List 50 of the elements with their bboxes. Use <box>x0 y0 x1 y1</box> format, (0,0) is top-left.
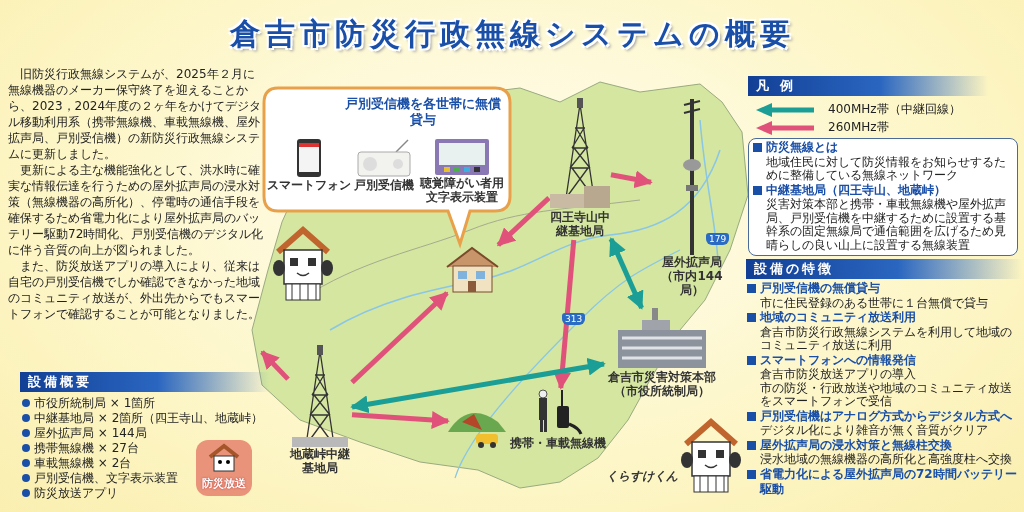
feature-heading: スマートフォンへの情報発信 <box>746 352 1022 368</box>
arrow <box>351 411 450 429</box>
term-heading: 中継基地局（四王寺山、地蔵峠） <box>752 182 1014 198</box>
section-heading: 設備の特徴 <box>746 259 1022 279</box>
node-caption: スマートフォン <box>266 178 352 192</box>
feature-text: 市に住民登録のある世帯に１台無償で貸与 <box>759 296 989 310</box>
list-item: 車載無線機 × 2台 <box>20 456 270 471</box>
list-item: 市役所統制局 × 1箇所 <box>20 396 270 411</box>
feature-heading: 地域のコミュニティ放送利用 <box>746 310 1022 326</box>
feature-heading: 戸別受信機の無償貸与 <box>746 281 1022 297</box>
double-arrow <box>350 357 606 414</box>
feature-text: 倉吉市防災放送アプリの導入 <box>759 368 917 382</box>
route-number-badge: 313 <box>562 313 586 325</box>
node-caption: 四王寺山中継基地局 <box>549 210 611 238</box>
section-heading: 凡 例 <box>748 76 988 96</box>
feature-heading: 屋外拡声局の浸水対策と無線柱交換 <box>746 437 1022 453</box>
list-item: 屋外拡声局 × 144局 <box>20 426 270 441</box>
paragraph: 更新による主な機能強化として、洪水時に確実な情報伝達を行うための屋外拡声局の浸水対策（無線機器の高所化）、停電時の通信手段を確保するため省電力化により屋外拡声局のバッテリー駆動72時間化、戸別受信機のデジタル化に伴う音質の向上が図られました。 <box>8 162 265 258</box>
term-heading: 防災無線とは <box>752 140 1014 156</box>
description-text: 地域住民に対して防災情報をお知らせするために整備している無線ネットワーク <box>765 155 1007 183</box>
list-item: 中継基地局 × 2箇所（四王寺山、地蔵峠） <box>20 411 270 426</box>
feature-text: 倉吉市防災行政無線システムを利用して地域のコミュニティ放送に利用 <box>759 325 1013 353</box>
section-heading: 設備概要 <box>20 372 270 392</box>
paragraph: 旧防災行政無線システムが、2025年２月に無線機器のメーカー保守終了を迎えることから、2023，2024年度の２ヶ年をかけてデジタル移動利用系（携帯無線機、車載無線機、屋外拡声局、戸別受信機）の新防災行政無線システムに更新しました。 <box>8 66 263 162</box>
feature-text: 浸水地域の無線機器の高所化と高強度柱へ交換 <box>759 453 1013 467</box>
feature-heading: 戸別受信機はアナログ方式からデジタル方式へ <box>746 408 1022 424</box>
list-item: 携帯無線機 × 27台 <box>20 441 270 456</box>
node-caption: 地蔵峠中継基地局 <box>288 447 351 475</box>
feature-heading: 省電力化による屋外拡声局の72時間バッテリー駆動 <box>746 466 1022 498</box>
arrow <box>350 291 449 385</box>
feature-text: デジタル化により雑音が無く音質がクリア <box>759 424 989 438</box>
arrow <box>553 239 577 390</box>
double-arrow <box>608 237 644 310</box>
node-caption: 携帯・車載無線機 <box>509 436 607 450</box>
node-caption: 聴覚障がい者用文字表示装置 <box>418 176 505 204</box>
arrow <box>610 170 653 189</box>
arrow <box>496 196 551 247</box>
node-caption: 戸別受信機 <box>353 178 415 192</box>
description-text: 災害対策本部と携帯・車載無線機や屋外拡声局、戸別受信機を中継するために設置する基幹系の固定無線局で通信範囲を広げるため見晴らしの良い山上に設置する無線装置 <box>765 198 1007 252</box>
bubble-heading: 戸別受信機を各世帯に無償貸与 <box>344 96 502 128</box>
title: 倉吉市防災行政無線システムの概要 <box>229 16 795 51</box>
node-caption: 倉吉市災害対策本部（市役所統制局） <box>607 370 717 398</box>
legend-text: 260MHz帯 <box>828 119 889 136</box>
node-caption: 屋外拡声局（市内144局） <box>660 255 724 297</box>
mascot-name: くらすけくん <box>606 468 678 485</box>
legend-text: 400MHz帯（中継回線） <box>828 101 961 118</box>
arrow <box>260 350 290 381</box>
paragraph: また、防災放送アプリの導入により、従来は自宅の戸別受信機でしか確認できなかった地域のコミュニティ放送が、外出先からでもスマートフォンで確認することが可能となりました。 <box>8 258 261 322</box>
feature-text: 市の防災・行政放送や地域のコミュニティ放送をスマートフォンで受信 <box>759 381 1013 409</box>
route-number-badge: 179 <box>706 233 730 245</box>
